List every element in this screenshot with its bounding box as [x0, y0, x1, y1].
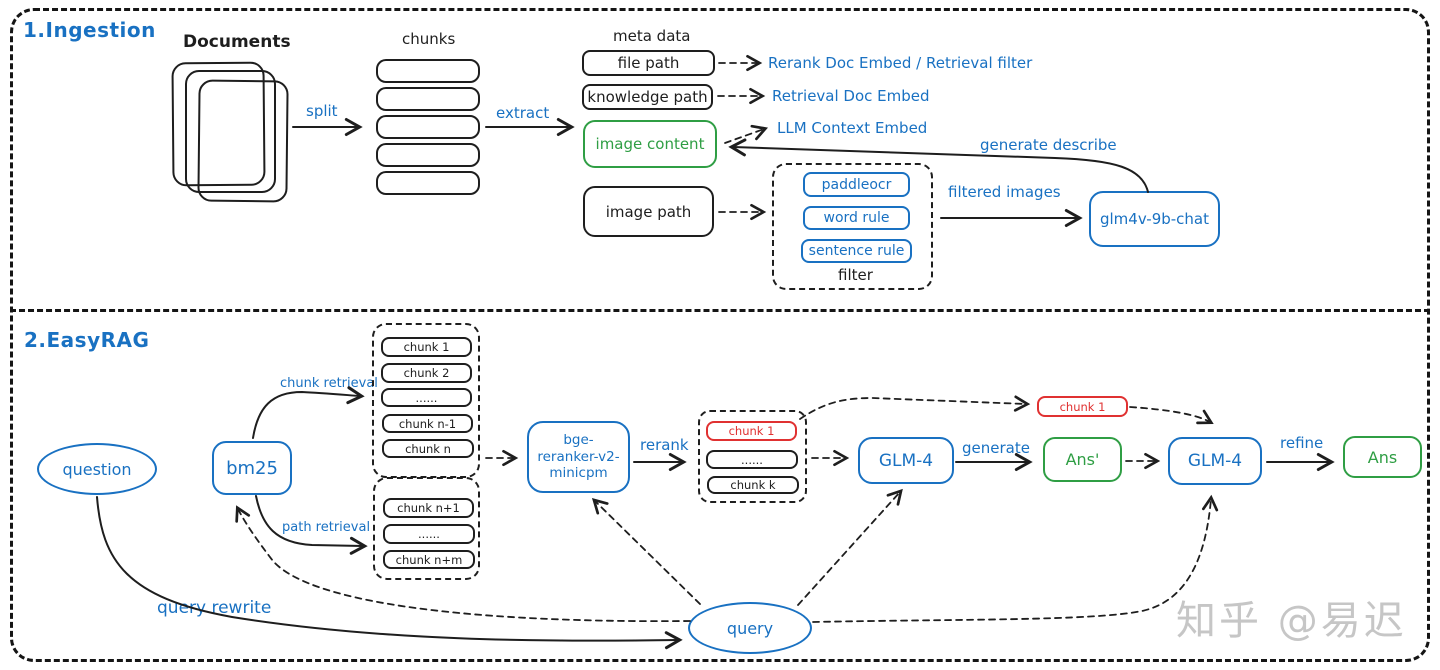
chunk-nm-box: chunk n+m [383, 550, 475, 569]
filtered-images-label: filtered images [948, 183, 1061, 201]
easyrag-section-title: 2.EasyRAG [24, 328, 150, 352]
reranked-chunk-group [698, 410, 807, 503]
rerank-doc-embed-annotation: Rerank Doc Embed / Retrieval filter [768, 54, 1033, 72]
glm4-box-2: GLM-4 [1168, 437, 1262, 485]
chunk-n-1-box: chunk n-1 [382, 414, 473, 433]
chunk-1-forward-box: chunk 1 [1037, 396, 1128, 417]
generate-arrow-label: generate [962, 439, 1030, 457]
chunk-slot [376, 87, 480, 111]
ans-box: Ans [1343, 436, 1422, 478]
query-rewrite-label: query rewrite [157, 598, 272, 618]
reranked-chunk-1-box: chunk 1 [706, 421, 797, 441]
file-path-box: file path [582, 50, 715, 76]
rerank-arrow-label: rerank [640, 436, 689, 454]
word-rule-box: word rule [803, 206, 910, 230]
glm4-box-1: GLM-4 [858, 437, 954, 484]
chunk-slot [376, 59, 480, 83]
chunk-retrieval-label: chunk retrieval [280, 376, 378, 391]
image-path-box: image path [583, 186, 714, 237]
document-sheet-front [197, 79, 289, 203]
chunk-2-box: chunk 2 [381, 363, 472, 383]
reranked-ellipsis-box: ...... [706, 450, 798, 469]
watermark: 知乎 @易迟 [1176, 598, 1407, 644]
extract-arrow-label: extract [496, 104, 550, 122]
chunk-slot [376, 115, 480, 139]
split-arrow-label: split [306, 102, 338, 120]
chunk-ellipsis-box: ...... [381, 388, 472, 407]
bge-reranker-box: bge- reranker-v2- minicpm [527, 421, 630, 493]
chunks-label: chunks [402, 30, 456, 48]
chunk-slot [376, 143, 480, 167]
chunk-ellipsis2-box: ...... [383, 524, 475, 544]
retrieval-doc-embed-annotation: Retrieval Doc Embed [772, 87, 930, 105]
sentence-rule-box: sentence rule [801, 239, 912, 263]
section-divider [10, 309, 1430, 312]
refine-arrow-label: refine [1280, 434, 1324, 452]
documents-label: Documents [183, 32, 291, 52]
ingestion-section-title: 1.Ingestion [23, 18, 156, 42]
question-ellipse: question [37, 443, 157, 495]
chunk-n1-box: chunk n+1 [383, 498, 474, 518]
ans-prime-box: Ans' [1043, 437, 1122, 482]
document-sheet-middle [185, 70, 276, 193]
chunk-n-box: chunk n [382, 439, 474, 458]
query-ellipse: query [688, 602, 812, 654]
bm25-box: bm25 [212, 441, 292, 495]
path-retrieval-label: path retrieval [282, 520, 371, 535]
image-content-box: image content [583, 120, 717, 168]
filter-label: filter [838, 266, 873, 284]
chunk-1-box: chunk 1 [381, 337, 472, 357]
meta-data-label: meta data [613, 27, 691, 45]
llm-context-embed-annotation: LLM Context Embed [777, 119, 928, 137]
reranked-chunk-k-box: chunk k [707, 476, 799, 494]
glm4v-9b-chat-box: glm4v-9b-chat [1089, 191, 1220, 247]
generate-describe-label: generate describe [980, 136, 1117, 154]
diagram-outer-border [10, 8, 1430, 662]
paddleocr-box: paddleocr [803, 172, 910, 197]
chunk-slot [376, 171, 480, 195]
knowledge-path-box: knowledge path [582, 84, 713, 110]
